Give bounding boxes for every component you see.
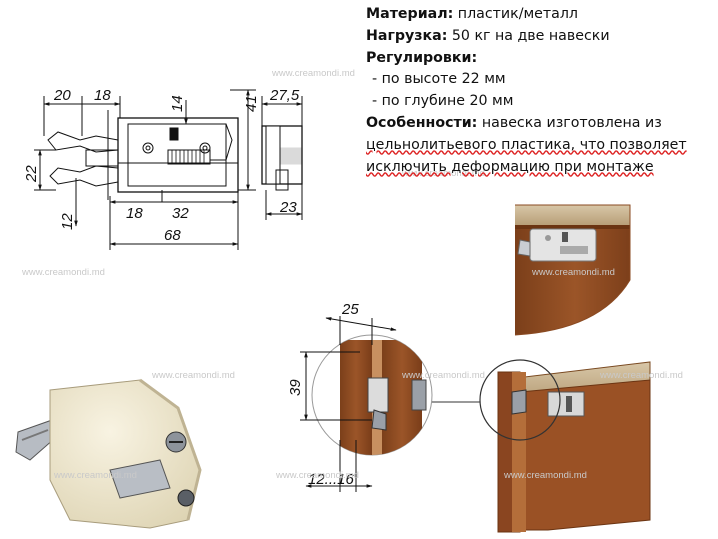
cabinet-installation-view — [432, 359, 651, 533]
load-value: 50 кг на две навески — [451, 27, 610, 44]
adjust-height: - по высоте 22 мм — [372, 71, 506, 88]
dim-68: 68 — [164, 227, 181, 244]
dim-12-16: 12...16 — [308, 471, 355, 488]
watermark-2: www.creamondi.md — [401, 168, 485, 179]
watermark-7: www.creamondi.md — [599, 370, 683, 381]
dim-27-5: 27,5 — [269, 87, 300, 104]
features-value-1: навеска изготовлена из — [481, 114, 662, 131]
dim-23: 23 — [279, 199, 297, 216]
watermarks: www.creamondi.md www.creamondi.md www.cr… — [21, 68, 683, 481]
adjust-line: Регулировки: — [366, 48, 716, 70]
watermark-4: www.creamondi.md — [531, 267, 615, 278]
technical-drawing — [34, 89, 303, 250]
watermark-10: www.creamondi.md — [503, 470, 587, 481]
dim-25: 25 — [341, 301, 359, 318]
features-label: Особенности: — [366, 114, 478, 131]
installation-detail-view: 25 39 12...16 — [287, 301, 433, 492]
dim-41: 41 — [243, 95, 260, 112]
adjust-label: Регулировки: — [366, 49, 478, 66]
dim-39: 39 — [287, 379, 304, 396]
dim-20: 20 — [53, 87, 71, 104]
dim-22: 22 — [23, 165, 40, 183]
dim-18-top: 18 — [94, 87, 111, 104]
watermark-3: www.creamondi.md — [21, 267, 105, 278]
watermark-6: www.creamondi.md — [401, 370, 485, 381]
load-label: Нагрузка: — [366, 27, 448, 44]
watermark-9: www.creamondi.md — [275, 470, 359, 481]
features-value-3-text: исключить деформацию при монтаже — [366, 158, 654, 175]
dim-32: 32 — [172, 205, 189, 222]
dim-18-bottom: 18 — [126, 205, 143, 222]
adjust-depth: - по глубине 20 мм — [372, 93, 514, 110]
features-value-2: цельнолитьевого пластика, что позволяет — [366, 135, 716, 157]
watermark-8: www.creamondi.md — [53, 470, 137, 481]
features-value-2-text: цельнолитьевого пластика, что позволяет — [366, 136, 687, 153]
features-line: Особенности: навеска изготовлена из — [366, 113, 716, 135]
load-line: Нагрузка: 50 кг на две навески — [366, 26, 716, 48]
material-label: Материал: — [366, 6, 454, 22]
dimension-labels: 20 18 14 41 27,5 22 12 18 32 68 23 — [23, 87, 300, 244]
dim-12: 12 — [59, 213, 76, 230]
watermark-1: www.creamondi.md — [271, 68, 355, 79]
material-line: Материал: пластик/металл — [366, 4, 716, 26]
watermark-5: www.creamondi.md — [151, 370, 235, 381]
features-value-3: исключить деформацию при монтаже — [366, 157, 716, 179]
specifications: Материал: пластик/металл Нагрузка: 50 кг… — [366, 4, 716, 178]
material-value: пластик/металл — [457, 6, 578, 22]
dim-14: 14 — [169, 95, 186, 112]
hinge-product-photo — [15, 378, 202, 529]
